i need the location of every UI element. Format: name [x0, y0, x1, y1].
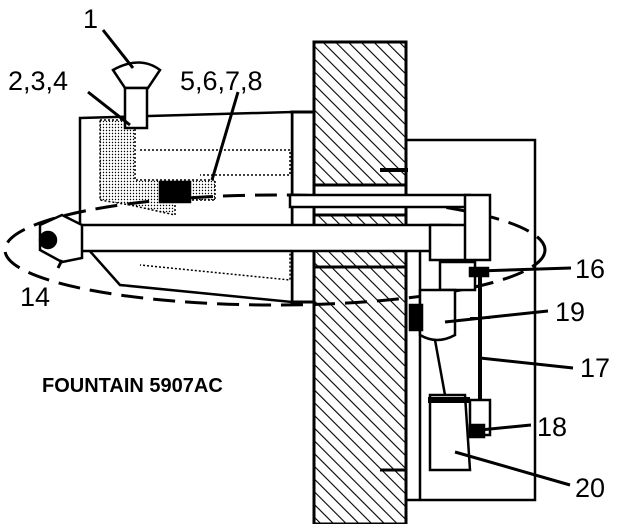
diagram-caption: FOUNTAIN 5907AC [42, 375, 223, 397]
callout-5-6-7-8: 5,6,7,8 [180, 66, 263, 96]
callout-labels: 1 2,3,4 5,6,7,8 14 16 19 17 18 20 [8, 4, 610, 503]
wall-section [290, 40, 408, 524]
leader-lines [56, 29, 574, 487]
fountain-body [3, 110, 547, 307]
callout-1: 1 [83, 4, 98, 34]
callout-18: 18 [537, 412, 567, 442]
callout-17: 17 [580, 353, 610, 383]
dotted-bowl-ellipse [3, 193, 547, 307]
callout-20: 20 [575, 473, 605, 503]
callout-14: 14 [20, 282, 50, 312]
valve-assembly [408, 193, 492, 472]
rear-enclosure [380, 138, 537, 502]
callout-19: 19 [555, 297, 585, 327]
push-button [111, 61, 162, 130]
callout-16: 16 [575, 254, 605, 284]
wall-lower [312, 265, 408, 524]
callout-2-3-4: 2,3,4 [8, 66, 68, 96]
